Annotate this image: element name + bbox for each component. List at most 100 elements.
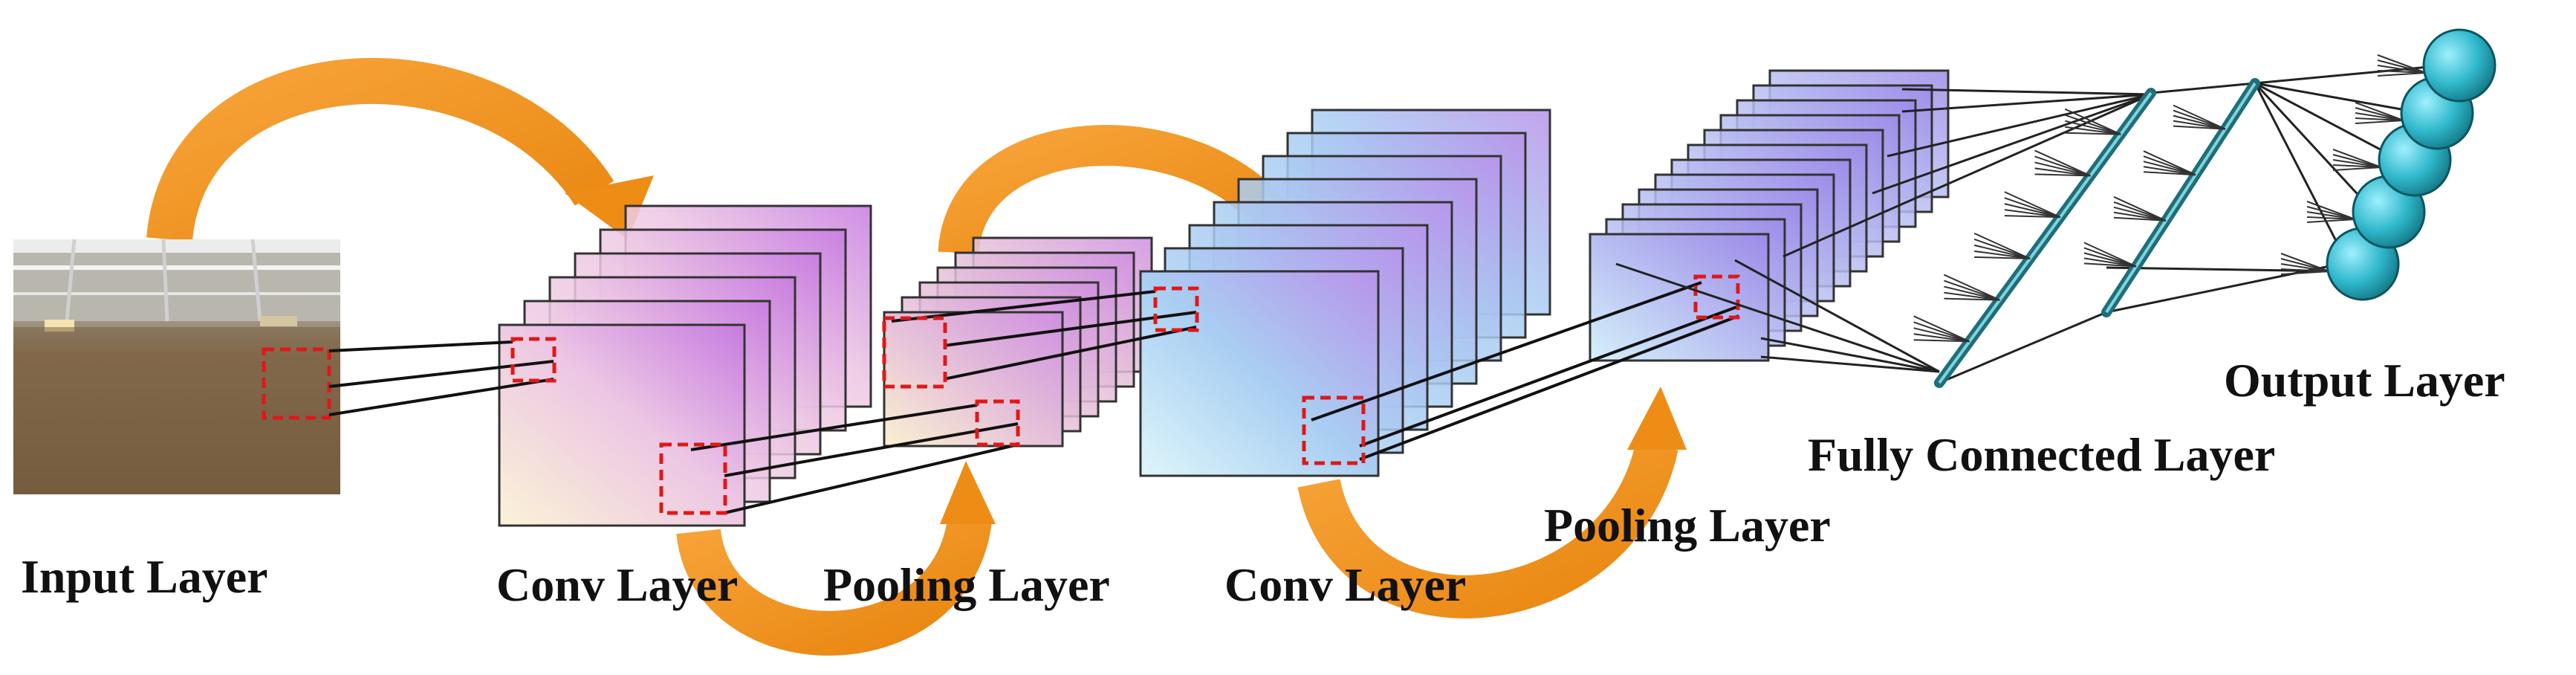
fan-line bbox=[2083, 242, 2137, 268]
fan-line bbox=[2113, 206, 2167, 222]
fan-line bbox=[1913, 339, 1970, 343]
fan-line bbox=[2355, 120, 2404, 124]
label-output-layer: Output Layer bbox=[2224, 354, 2505, 407]
label-input-layer: Input Layer bbox=[21, 550, 268, 603]
receptive-field-boxes bbox=[510, 274, 1740, 515]
output-connection bbox=[2254, 82, 2401, 161]
connection-lines bbox=[328, 281, 1739, 514]
fan-line bbox=[2355, 102, 2404, 121]
fan-line bbox=[2113, 216, 2167, 222]
output-connection bbox=[2254, 64, 2445, 85]
fan-line bbox=[2065, 126, 2121, 135]
fan-line bbox=[1944, 291, 2000, 301]
fan-line bbox=[2332, 164, 2382, 168]
fc-connection bbox=[1901, 93, 2152, 113]
fan-line bbox=[2143, 155, 2196, 176]
fan-line bbox=[2332, 167, 2382, 171]
fan-line bbox=[2377, 72, 2427, 77]
fan-line bbox=[2113, 196, 2167, 222]
fan-line bbox=[2083, 257, 2137, 268]
fan-line bbox=[2306, 201, 2356, 220]
feature-map-stacks bbox=[498, 69, 1950, 527]
fc-connection bbox=[1760, 337, 1940, 373]
fan-line bbox=[2143, 166, 2196, 176]
fan-line bbox=[2034, 155, 2091, 177]
fan-line bbox=[2004, 215, 2060, 219]
fan-line bbox=[2065, 132, 2121, 135]
fan-line bbox=[2065, 120, 2121, 135]
output-connection bbox=[2254, 82, 2423, 114]
stack-conv2 bbox=[1139, 109, 1551, 477]
fan-line bbox=[2173, 120, 2226, 130]
fan-line bbox=[1974, 256, 2031, 259]
process-arrows bbox=[146, 57, 1687, 656]
fan-line bbox=[2083, 247, 2137, 268]
fan-line bbox=[1944, 280, 2000, 301]
fan-line bbox=[2113, 201, 2167, 222]
output-connection bbox=[2254, 82, 2375, 213]
label-fully-connected-layer: Fully Connected Layer bbox=[1808, 428, 2276, 481]
fan-line bbox=[2004, 209, 2060, 219]
fc-connection bbox=[1939, 311, 2107, 384]
fan-line bbox=[2355, 107, 2404, 121]
label-pooling-layer-1: Pooling Layer bbox=[823, 558, 1110, 611]
fan-line bbox=[1913, 327, 1970, 343]
fan-line bbox=[2034, 149, 2091, 177]
fan-line bbox=[2280, 258, 2330, 272]
arrow-input-to-conv1 bbox=[146, 57, 654, 242]
fc-layer-bar-highlight bbox=[1938, 91, 2152, 384]
output-connection bbox=[2106, 262, 2341, 314]
label-conv-layer-2: Conv Layer bbox=[1224, 558, 1467, 611]
input-image bbox=[13, 239, 340, 494]
fc-connection bbox=[1872, 93, 2152, 195]
fan-line bbox=[2113, 211, 2167, 222]
fan-line bbox=[2173, 125, 2226, 130]
fan-line bbox=[2332, 149, 2382, 168]
fan-line bbox=[2306, 211, 2356, 220]
fan-line bbox=[2143, 161, 2196, 176]
fc-layer-bar-highlight bbox=[2105, 82, 2257, 314]
fc-connection bbox=[1886, 93, 2152, 158]
fan-line bbox=[2083, 262, 2137, 268]
fan-line bbox=[2004, 191, 2061, 219]
fan-line bbox=[2280, 271, 2330, 275]
fan-line bbox=[2306, 219, 2356, 223]
label-pooling-layer-2: Pooling Layer bbox=[1544, 499, 1831, 552]
fan-line bbox=[2332, 159, 2382, 168]
fc-connection bbox=[1734, 259, 1940, 373]
fan-line bbox=[2064, 114, 2121, 135]
fc-connection bbox=[1760, 355, 1940, 373]
fan-line bbox=[2280, 268, 2330, 272]
fan-line bbox=[2064, 108, 2121, 135]
fan-line bbox=[2143, 171, 2196, 176]
stack-conv1 bbox=[498, 204, 872, 527]
fc-connection bbox=[1901, 88, 2152, 96]
label-conv-layer-1: Conv Layer bbox=[496, 558, 739, 611]
output-neuron bbox=[2422, 28, 2496, 103]
fc-connection bbox=[1615, 262, 1940, 373]
fan-line bbox=[2173, 109, 2226, 130]
arrow-conv1-to-pool1 bbox=[676, 461, 996, 656]
fan-line bbox=[2173, 114, 2226, 130]
fan-line bbox=[2280, 263, 2330, 272]
fan-line bbox=[1973, 244, 2031, 259]
fan-line bbox=[2034, 173, 2091, 177]
fan-line bbox=[2306, 206, 2356, 220]
fan-line bbox=[1913, 333, 1970, 343]
fan-line bbox=[2034, 167, 2091, 177]
fan-line bbox=[2355, 117, 2404, 121]
fan-line bbox=[2280, 253, 2330, 272]
fan-line bbox=[2306, 216, 2356, 220]
fan-line bbox=[1944, 297, 2000, 301]
fan-line bbox=[1974, 250, 2031, 259]
fan-line bbox=[2377, 59, 2427, 74]
fan-line bbox=[2332, 154, 2382, 168]
fully-connected-network bbox=[1615, 28, 2496, 388]
fan-line bbox=[1944, 285, 2000, 301]
fan-line bbox=[1973, 238, 2031, 259]
arrow-conv2-to-pool2 bbox=[1297, 387, 1687, 619]
fan-line bbox=[2173, 104, 2226, 130]
fc-connection bbox=[2150, 82, 2256, 94]
